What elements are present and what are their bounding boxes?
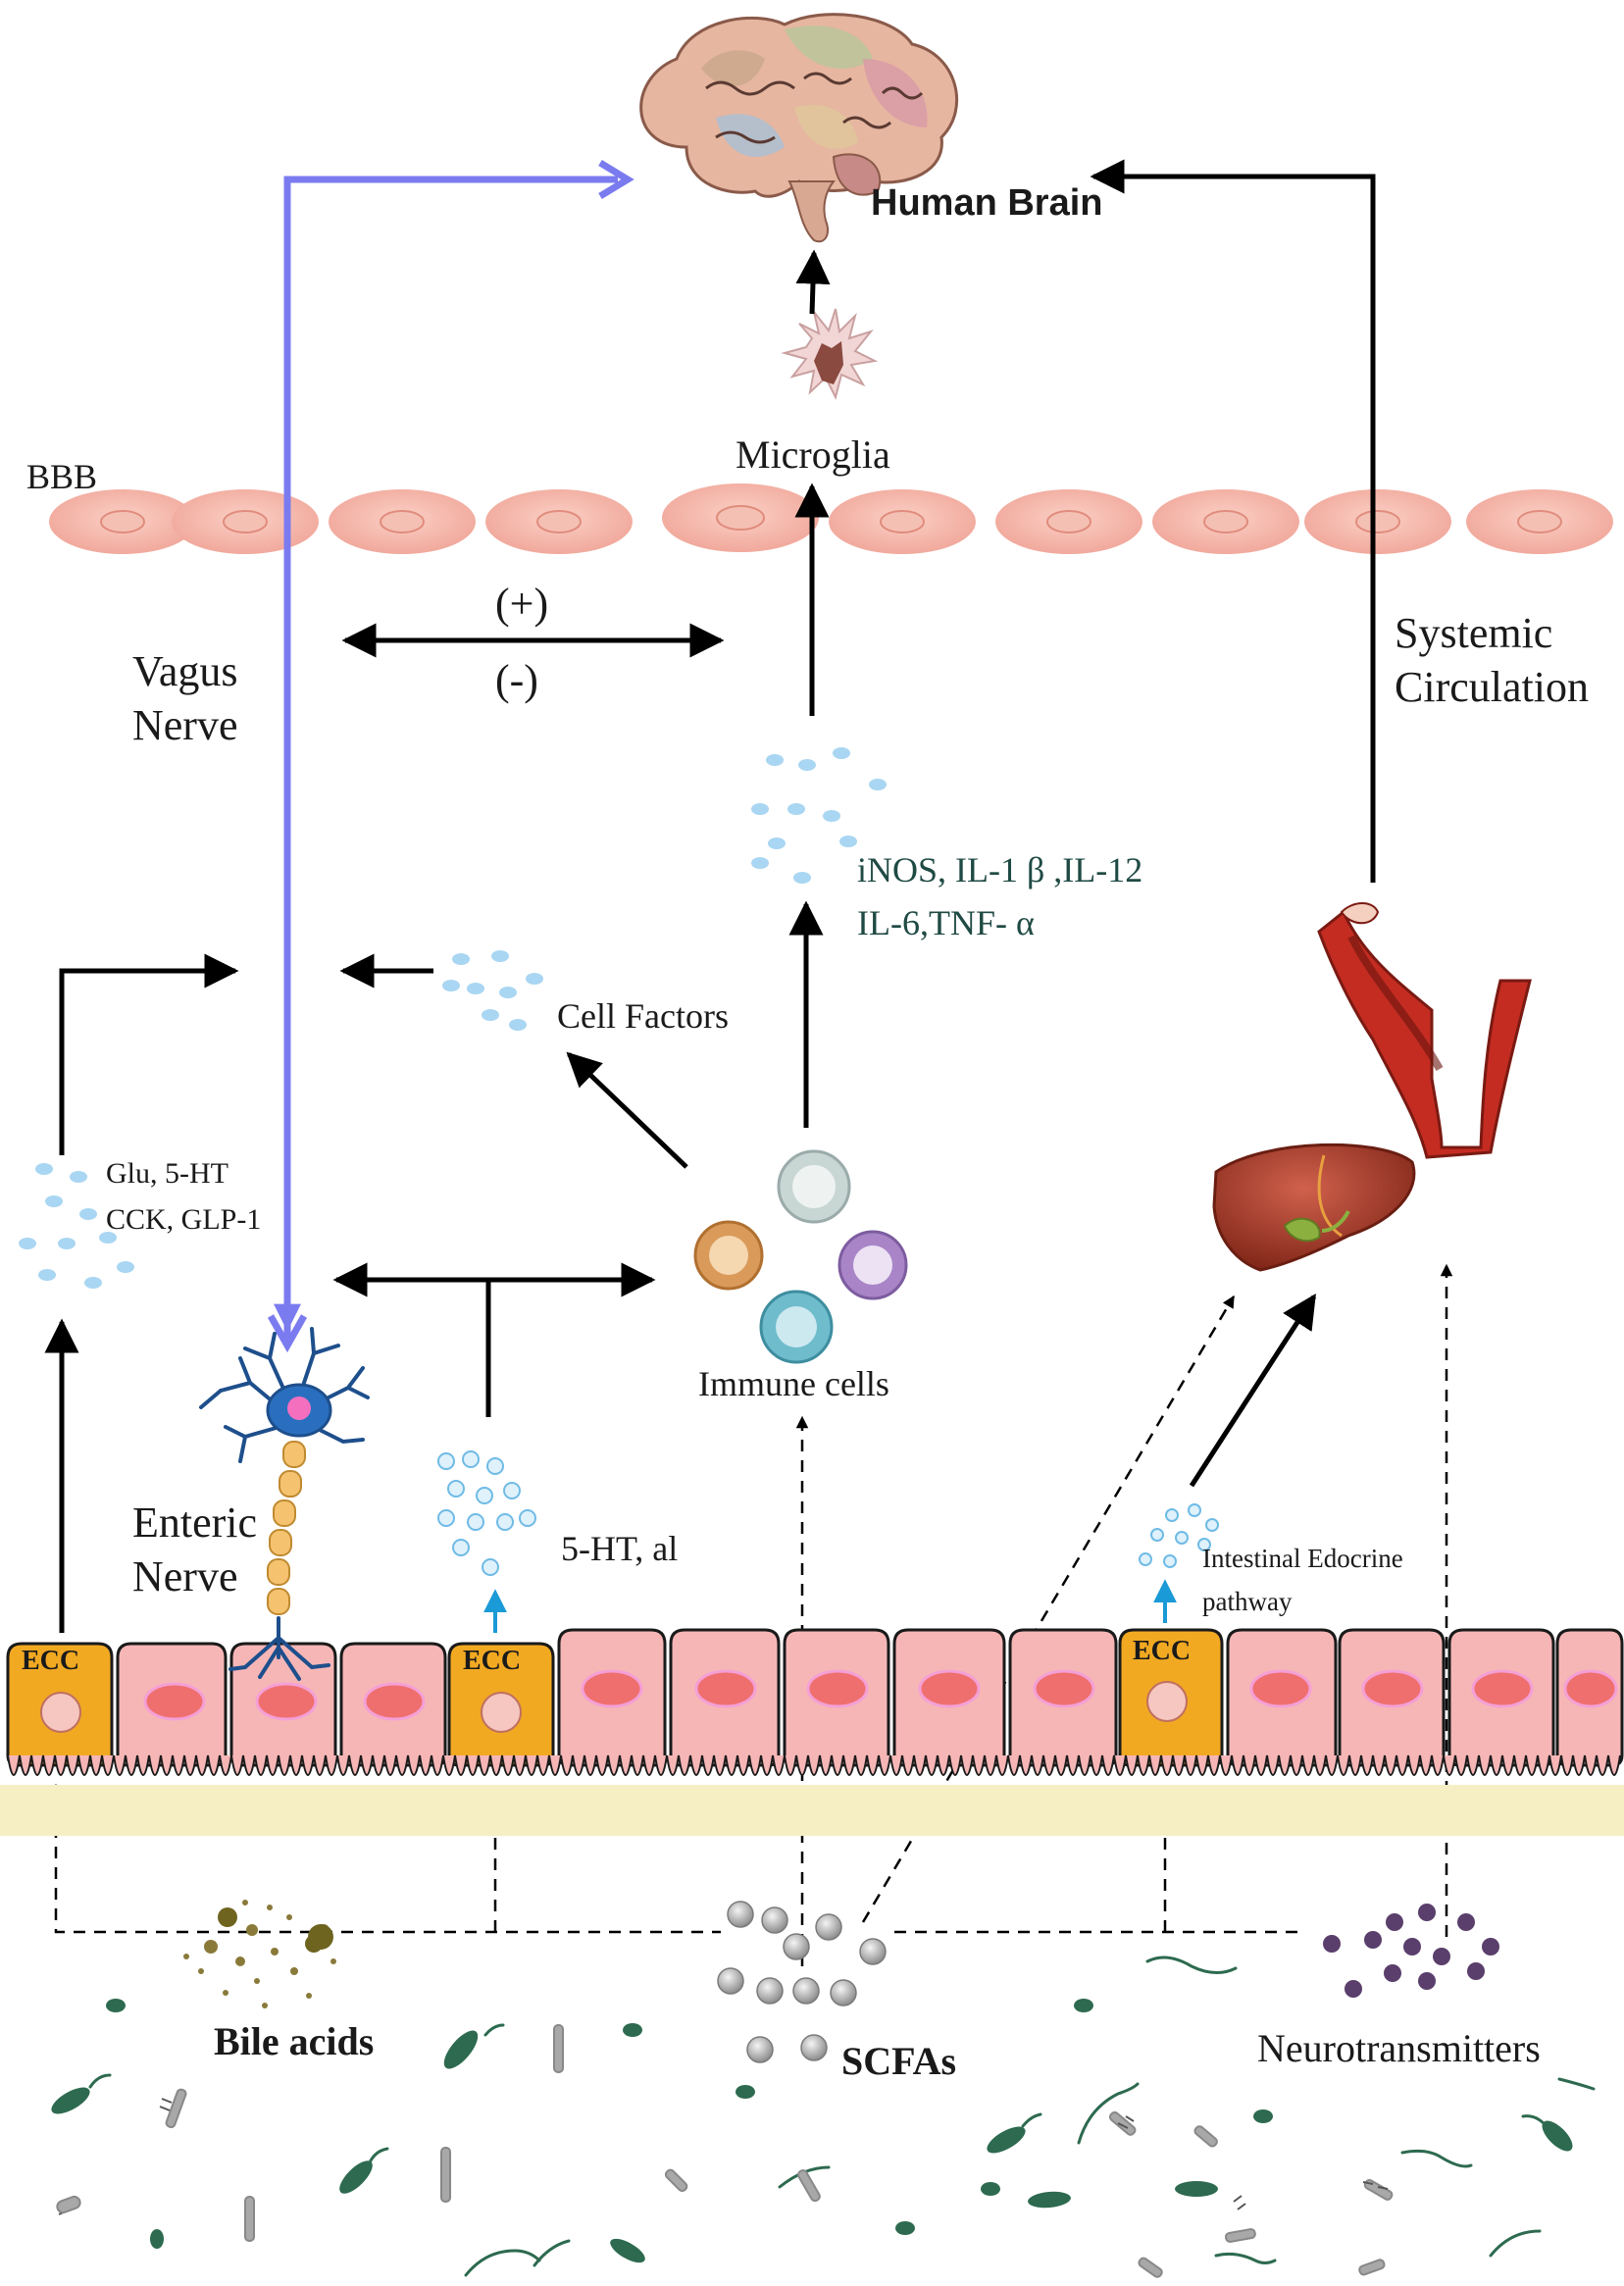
five-ht-label: 5-HT, al [561, 1529, 679, 1568]
lumen-band [0, 1785, 1624, 1836]
ecc-label: ECC [22, 1646, 80, 1676]
five-ht-cluster [437, 1450, 536, 1576]
liver-icon [1212, 1143, 1416, 1272]
scfa-icon [717, 1901, 887, 2063]
positive-effect-label: (+) [495, 580, 549, 628]
negative-effect-label: (-) [495, 656, 538, 704]
neurotransmitters-label: Neurotransmitters [1257, 2026, 1541, 2070]
blood-vessel-icon [1317, 902, 1532, 1159]
cell-factors-label: Cell Factors [557, 996, 729, 1036]
bile-acids-icon [183, 1900, 336, 2008]
enteric-nerve-label: Enteric Nerve [132, 1499, 258, 1600]
ecc-nucleus [40, 1692, 81, 1733]
brain-label: Human Brain [871, 182, 1103, 224]
immune-cells-label: Immune cells [698, 1364, 889, 1403]
bbb-cell-layer [49, 483, 1613, 554]
intestinal-endocrine-label-line2: pathway [1202, 1587, 1293, 1616]
intestinal-endocrine-label-line1: Intestinal Edocrine [1202, 1544, 1403, 1573]
vagus-nerve-pathway [267, 160, 634, 1353]
scfas-label: SCFAs [841, 2039, 957, 2083]
microglia-label: Microglia [736, 432, 890, 477]
cell-factor-cluster [442, 950, 543, 1031]
bile-acids-label: Bile acids [214, 2019, 375, 2063]
bbb-label: BBB [26, 457, 98, 496]
glu-label-line1: Glu, 5-HT [106, 1157, 228, 1190]
cytokines-label-line2: IL-6,TNF- α [857, 903, 1035, 942]
glu-label-line2: CCK, GLP-1 [106, 1203, 262, 1236]
villi-fringe [7, 1754, 1621, 1776]
neurotransmitter-icon [1323, 1904, 1499, 1998]
brain-icon [639, 13, 958, 243]
cytokine-cluster [751, 747, 887, 884]
endocrine-cluster [1139, 1503, 1219, 1568]
intestinal-epithelium [6, 1628, 1624, 1776]
ecc-label: ECC [1133, 1636, 1192, 1666]
cytokines-label-line1: iNOS, IL-1 β ,IL-12 [857, 850, 1143, 889]
ecc-nucleus [1146, 1681, 1188, 1722]
immune-cells-icon [693, 1149, 908, 1364]
gut-bacteria-icon [51, 1956, 1596, 2278]
neuron-icon [199, 1327, 370, 1681]
pathway-arrows [44, 159, 1376, 1633]
glu-cluster [19, 1163, 134, 1289]
ecc-label: ECC [463, 1646, 522, 1676]
ecc-nucleus [481, 1692, 522, 1733]
vagus-nerve-label: Vagus Nerve [132, 647, 238, 749]
microglia-icon [781, 308, 879, 400]
epithelial-nuclei [143, 1669, 1618, 1721]
systemic-circulation-label: Systemic Circulation [1395, 609, 1589, 711]
